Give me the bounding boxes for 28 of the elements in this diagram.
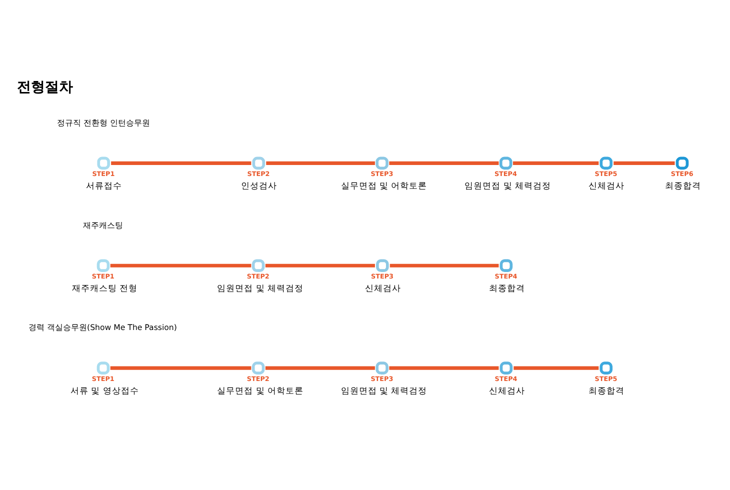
connector (389, 366, 499, 370)
node-label: 재주캐스팅 전형 (72, 284, 138, 294)
node-label: 인성검사 (241, 182, 278, 192)
node-label: 신체검사 (588, 182, 625, 192)
node-label: 신체검사 (365, 284, 401, 294)
connector (389, 161, 499, 165)
connector (512, 161, 599, 165)
node-label: 서류접수 (86, 182, 122, 192)
connector (110, 264, 252, 268)
node-label: 최종합격 (664, 182, 701, 192)
connector (265, 264, 375, 268)
node-label: 임원면접 및 체력검정 (217, 284, 304, 294)
connector (614, 161, 675, 165)
node-label: 최종합격 (488, 284, 525, 294)
connector (111, 161, 252, 165)
node-label: 신체검사 (488, 386, 525, 396)
node-label: 임원면접 및 체력검정 (340, 386, 428, 396)
connector (514, 366, 599, 370)
node-label: 실무면접 및 어학토론 (340, 182, 428, 192)
node-label: 실무면접 및 어학토론 (217, 386, 304, 396)
connector (265, 366, 375, 370)
node-label: 임원면접 및 체력검정 (464, 182, 552, 192)
node-label: 서류 및 영상접수 (70, 386, 139, 396)
diagram-title: 전형절차 (17, 79, 74, 96)
node-label: 최종합격 (588, 386, 625, 396)
connector (110, 366, 252, 370)
connector (390, 264, 499, 268)
connector (266, 161, 375, 165)
